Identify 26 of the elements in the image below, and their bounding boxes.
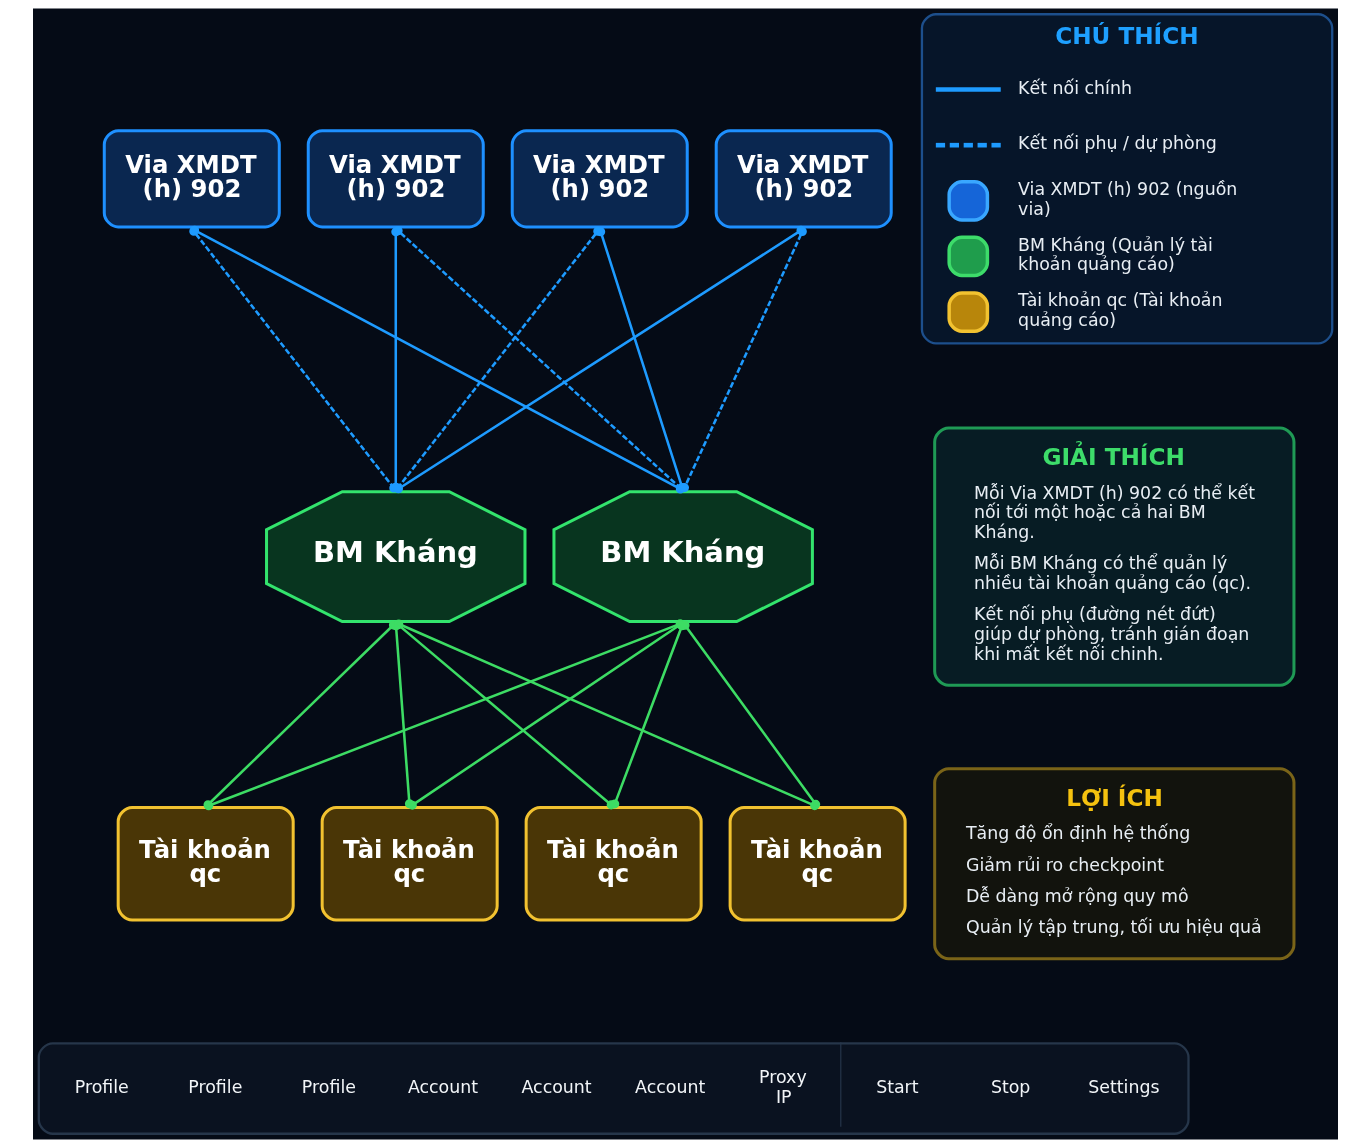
node-box: LỢI ÍCH Tăng độ ổn định hệ thống Giảm rủi ro checkpoint Dễ dàng mở rộng quy mô Quản lý tập trung, tối ưu hiệu quả — [932, 767, 1295, 961]
node-box: Tài khoản qc — [116, 806, 295, 922]
node-box: Via XMDT (h) 902 — [306, 129, 485, 229]
node-box: Tài khoản qc — [728, 806, 907, 922]
label: Account — [634, 1076, 705, 1097]
node-box: Via XMDT (h) 902 — [510, 129, 689, 229]
node-box: Tài khoản qc — [320, 806, 499, 922]
label: Start — [875, 1076, 919, 1097]
legend-label: Kết nối chính — [1017, 77, 1132, 98]
label: Settings — [1087, 1076, 1160, 1097]
label: Stop — [990, 1076, 1030, 1097]
node-box: GIẢI THÍCH Mỗi Via XMDT (h) 902 có thể kết nối tới một hoặc cả hai BM Kháng. Mỗi BM Kháng có thể quản lý nhiều tài khoản quảng cáo (qc). Kết nối phụ (đường nét đứt) giúp dự phòng, tránh gián đoạn khi mất kết nối chinh. — [932, 426, 1295, 687]
node-box: Via XMDT (h) 902 — [714, 129, 893, 229]
legend-label: Tài khoản qc (Tài khoản quảng cáo) — [1017, 290, 1222, 330]
legend-label: BM Kháng (Quản lý tài khoản quảng cáo) — [1017, 234, 1213, 275]
label: Profile — [74, 1076, 129, 1097]
node-box: Via XMDT (h) 902 — [102, 129, 281, 229]
label: Profile — [301, 1076, 356, 1097]
legend-label: Kết nối phụ / dự phòng — [1017, 133, 1217, 154]
label: Account — [407, 1076, 478, 1097]
label: Profile — [187, 1076, 242, 1097]
label: Proxy IP — [758, 1066, 807, 1107]
label: CHÚ THÍCH — [1054, 22, 1199, 50]
legend-label: Via XMDT (h) 902 (nguồn via) — [1017, 179, 1237, 219]
label: Account — [521, 1076, 592, 1097]
node-box: Tài khoản qc — [524, 806, 703, 922]
